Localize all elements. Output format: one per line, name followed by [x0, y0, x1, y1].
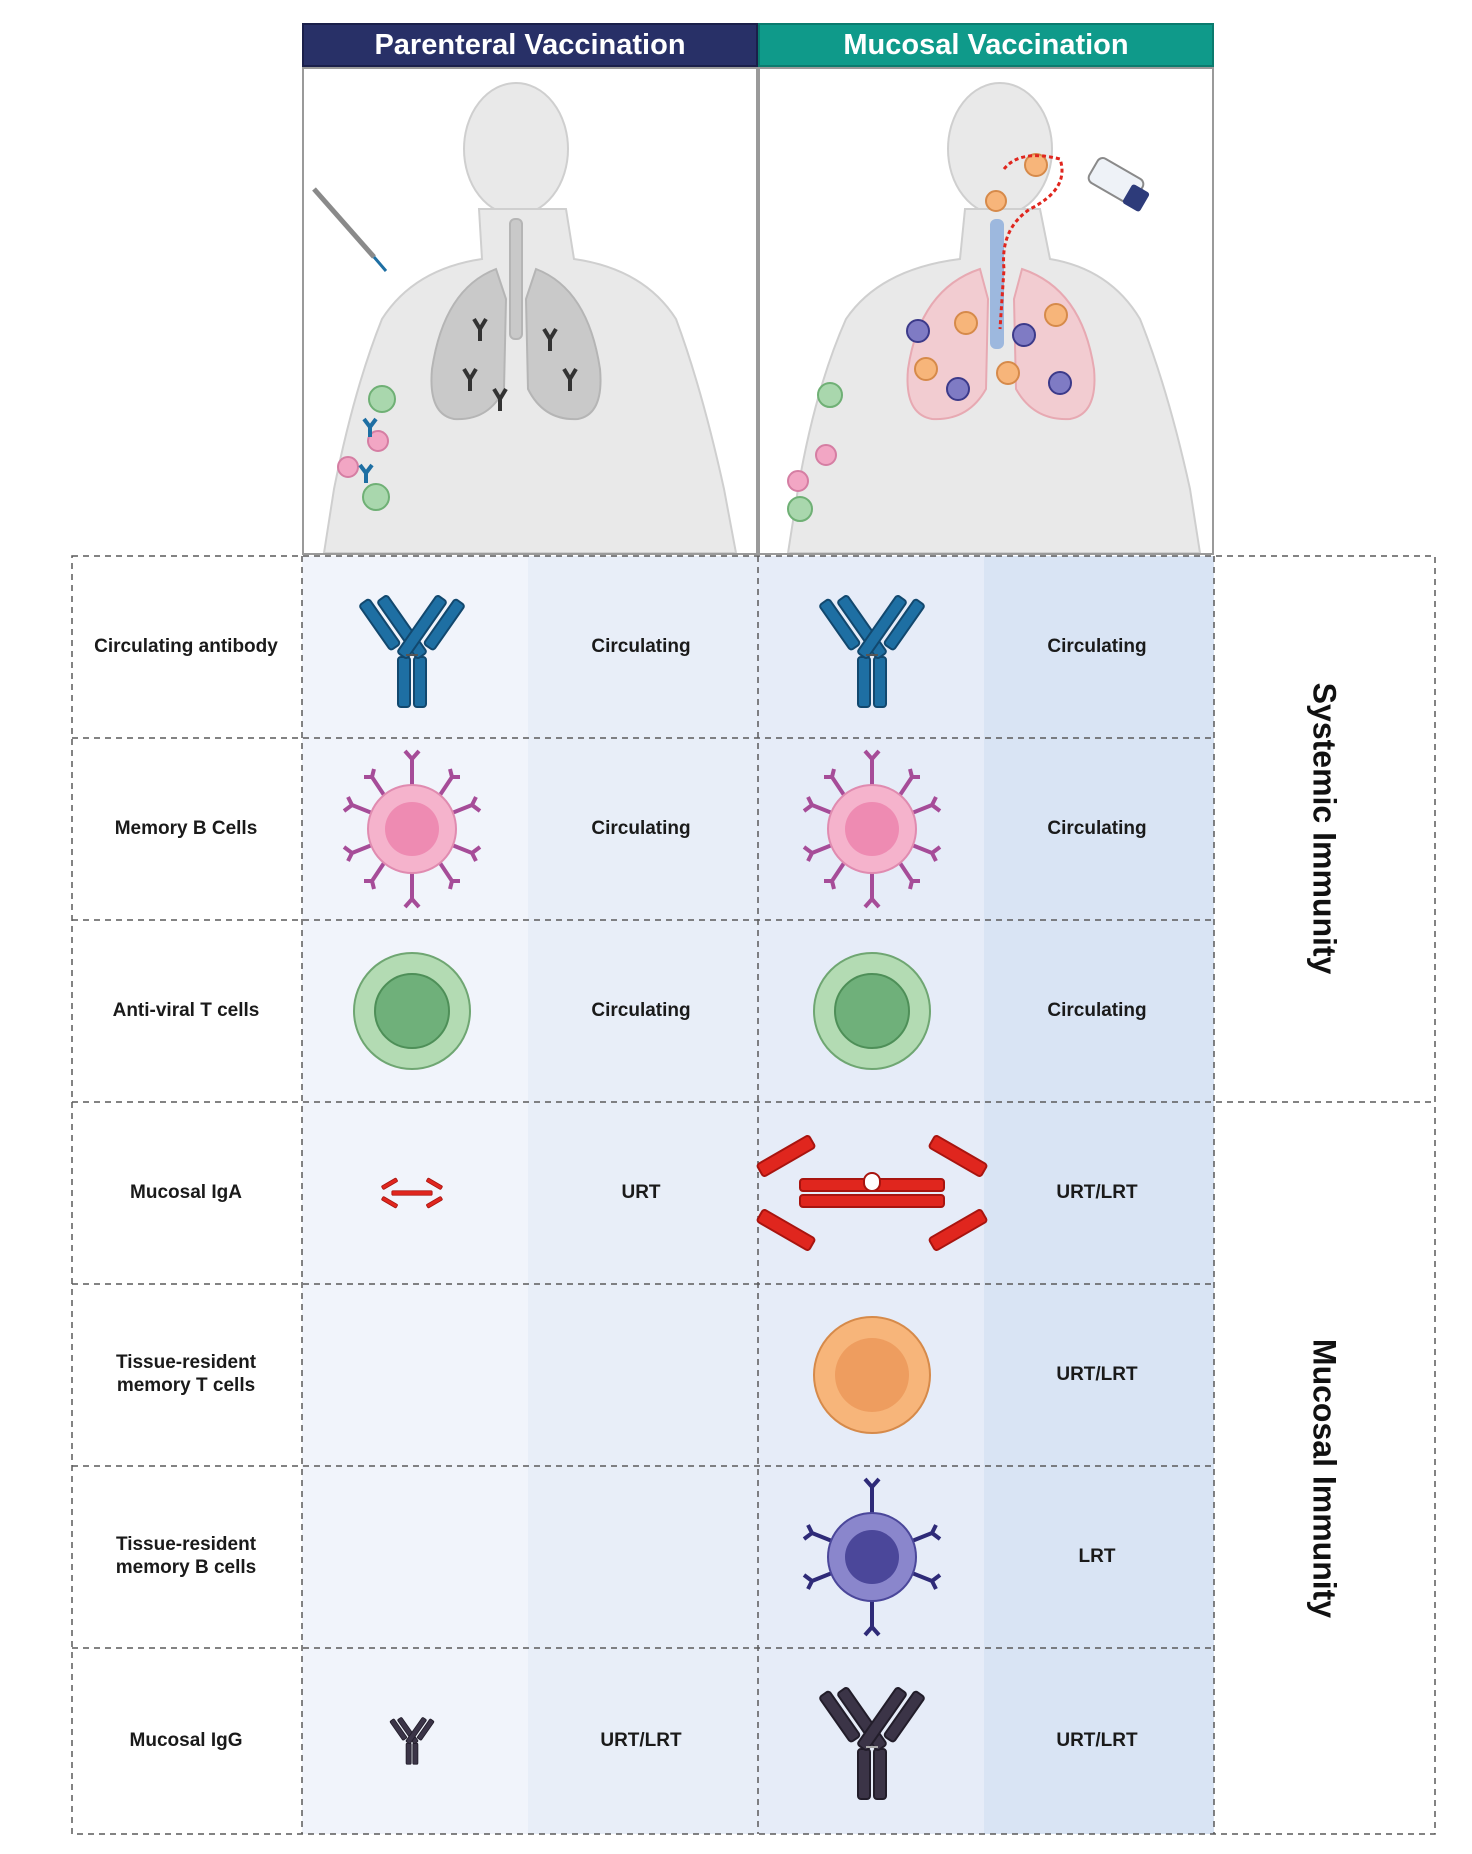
iga-dimer-icon — [381, 1177, 443, 1209]
lung-cells — [906, 153, 1072, 401]
mucosal-body-figure — [758, 67, 1214, 555]
antibody-icon — [819, 595, 925, 708]
row-label-anti-viral-t-cells: Anti-viral T cells — [112, 999, 260, 1021]
b-cell-icon — [802, 749, 942, 909]
row-label-mucosal-iga: Mucosal IgA — [130, 1181, 242, 1203]
parenteral-body-illustration — [312, 82, 738, 553]
parenteral-location-row7: URT/LRT — [600, 1730, 682, 1751]
parenteral-location-column-bg — [528, 556, 758, 1834]
mucosal-location-row4: URT/LRT — [1056, 1182, 1138, 1203]
brm-cell-icon — [802, 1477, 942, 1637]
parenteral-body-figure — [302, 67, 758, 555]
lungs-icon — [430, 218, 602, 421]
syringe-icon — [312, 187, 388, 272]
nasal-spray-icon — [1087, 157, 1150, 212]
row-label-tissue-resident-t: Tissue-resident memory T cells — [115, 1352, 257, 1396]
arm-cells — [337, 385, 396, 511]
b-cell-icon — [342, 749, 482, 909]
parenteral-vaccination-header: Parenteral Vaccination — [302, 23, 758, 67]
parenteral-location-row3: Circulating — [591, 1000, 691, 1021]
mucosal-vaccination-header: Mucosal Vaccination — [758, 23, 1214, 67]
igg-icon — [389, 1717, 435, 1765]
row-label-tissue-resident-b: Tissue-resident memory B cells — [115, 1534, 257, 1578]
arm-cells — [787, 382, 843, 522]
row-label-circulating-antibody: Circulating antibody — [94, 635, 278, 657]
row-label-mucosal-igg: Mucosal IgG — [129, 1729, 243, 1751]
antibody-icon — [359, 595, 465, 708]
mucosal-body-illustration — [786, 82, 1202, 553]
mucosal-location-row1: Circulating — [1047, 636, 1147, 657]
mucosal-header-text: Mucosal Vaccination — [843, 28, 1129, 61]
body-silhouette — [786, 82, 1202, 553]
parenteral-location-row5 — [528, 1284, 754, 1466]
systemic-immunity-label: Systemic Immunity — [1306, 682, 1343, 975]
mucosal-location-row2: Circulating — [1047, 818, 1147, 839]
mucosal-location-row5: URT/LRT — [1056, 1364, 1138, 1385]
mucosal-location-row7: URT/LRT — [1056, 1730, 1138, 1751]
iga-dimer-icon — [756, 1135, 988, 1251]
igg-icon — [819, 1687, 925, 1800]
mucosal-location-column-bg — [984, 556, 1214, 1834]
parenteral-location-row6 — [528, 1466, 754, 1648]
mucosal-location-row3: Circulating — [1047, 1000, 1147, 1021]
iga-chain — [998, 154, 1064, 330]
trm-cell-icon — [813, 1316, 931, 1434]
parenteral-location-row1: Circulating — [591, 636, 691, 657]
lung-antibodies — [462, 317, 578, 411]
parenteral-location-row2: Circulating — [591, 818, 691, 839]
parenteral-location-row4: URT — [621, 1182, 661, 1203]
t-cell-icon — [353, 952, 471, 1070]
row-label-memory-b-cells: Memory B Cells — [114, 817, 258, 839]
parenteral-header-text: Parenteral Vaccination — [374, 28, 686, 61]
t-cell-icon — [813, 952, 931, 1070]
lungs-icon — [906, 267, 1096, 421]
mucosal-immunity-label: Mucosal Immunity — [1306, 1338, 1343, 1619]
mucosal-location-row6: LRT — [1078, 1546, 1116, 1567]
table-dashed-lines — [71, 555, 1436, 1835]
